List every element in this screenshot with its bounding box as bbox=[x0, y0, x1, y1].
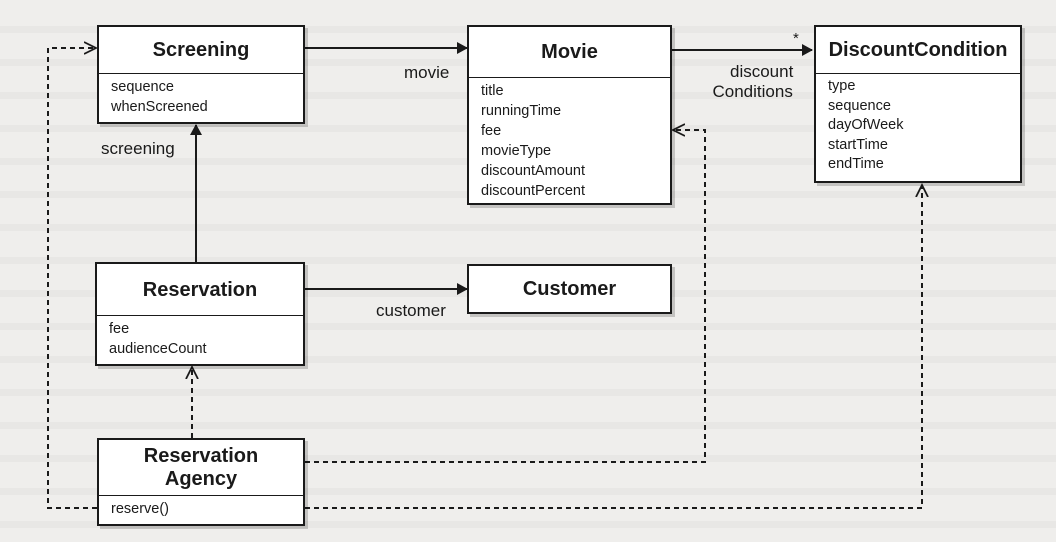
class-reservation: Reservation fee audienceCount bbox=[95, 262, 305, 366]
label-discount-line2: Conditions bbox=[712, 82, 793, 101]
class-screening: Screening sequence whenScreened bbox=[97, 25, 305, 124]
class-reservationagency-operations: reserve() bbox=[99, 496, 303, 519]
dependency-agency-discountcondition bbox=[305, 186, 922, 509]
attribute: fee bbox=[481, 123, 502, 139]
class-movie-attributes: title runningTime fee movieType discount… bbox=[469, 78, 670, 201]
attribute: runningTime bbox=[481, 103, 562, 119]
attribute: dayOfWeek bbox=[828, 117, 904, 133]
multiplicity-star: * bbox=[793, 30, 799, 47]
class-discountcondition-attributes: type sequence dayOfWeek startTime endTim… bbox=[816, 74, 1020, 175]
operation: reserve() bbox=[111, 501, 170, 517]
attribute: whenScreened bbox=[111, 99, 208, 115]
attribute: sequence bbox=[111, 79, 174, 95]
class-customer-name: Customer bbox=[522, 278, 617, 300]
class-reservation-attributes: fee audienceCount bbox=[97, 316, 303, 359]
label-movie-role: movie bbox=[404, 63, 450, 82]
dependency-agency-screening bbox=[47, 48, 97, 509]
class-discountcondition: DiscountCondition type sequence dayOfWee… bbox=[814, 25, 1022, 183]
class-screening-name: Screening bbox=[99, 27, 303, 74]
attribute: discountPercent bbox=[481, 183, 585, 199]
class-reservationagency-name: Reservation Agency bbox=[99, 440, 303, 496]
label-screening-role: screening bbox=[101, 139, 175, 158]
class-discountcondition-name: DiscountCondition bbox=[816, 27, 1020, 74]
class-reservationagency-name-line2: Agency bbox=[164, 467, 238, 490]
class-reservation-name: Reservation bbox=[97, 264, 303, 316]
attribute: type bbox=[828, 78, 856, 94]
attribute: discountAmount bbox=[481, 163, 585, 179]
class-customer: Customer bbox=[467, 264, 672, 314]
class-reservationagency-name-line1: Reservation bbox=[143, 444, 259, 467]
attribute: audienceCount bbox=[109, 341, 207, 357]
class-screening-attributes: sequence whenScreened bbox=[99, 74, 303, 117]
attribute: movieType bbox=[481, 143, 552, 159]
attribute: sequence bbox=[828, 97, 891, 114]
attribute: title bbox=[481, 83, 504, 99]
label-discount-line1: discount bbox=[730, 62, 794, 81]
attribute: startTime bbox=[828, 136, 888, 153]
label-discount-conditions-role: discount Conditions bbox=[712, 62, 794, 102]
class-movie: Movie title runningTime fee movieType di… bbox=[467, 25, 672, 205]
label-customer-role: customer bbox=[376, 301, 446, 320]
attribute: endTime bbox=[828, 156, 884, 172]
attribute: fee bbox=[109, 321, 130, 337]
class-reservationagency: Reservation Agency reserve() bbox=[97, 438, 305, 526]
dependency-agency-movie bbox=[305, 130, 706, 463]
class-movie-name: Movie bbox=[469, 27, 670, 78]
